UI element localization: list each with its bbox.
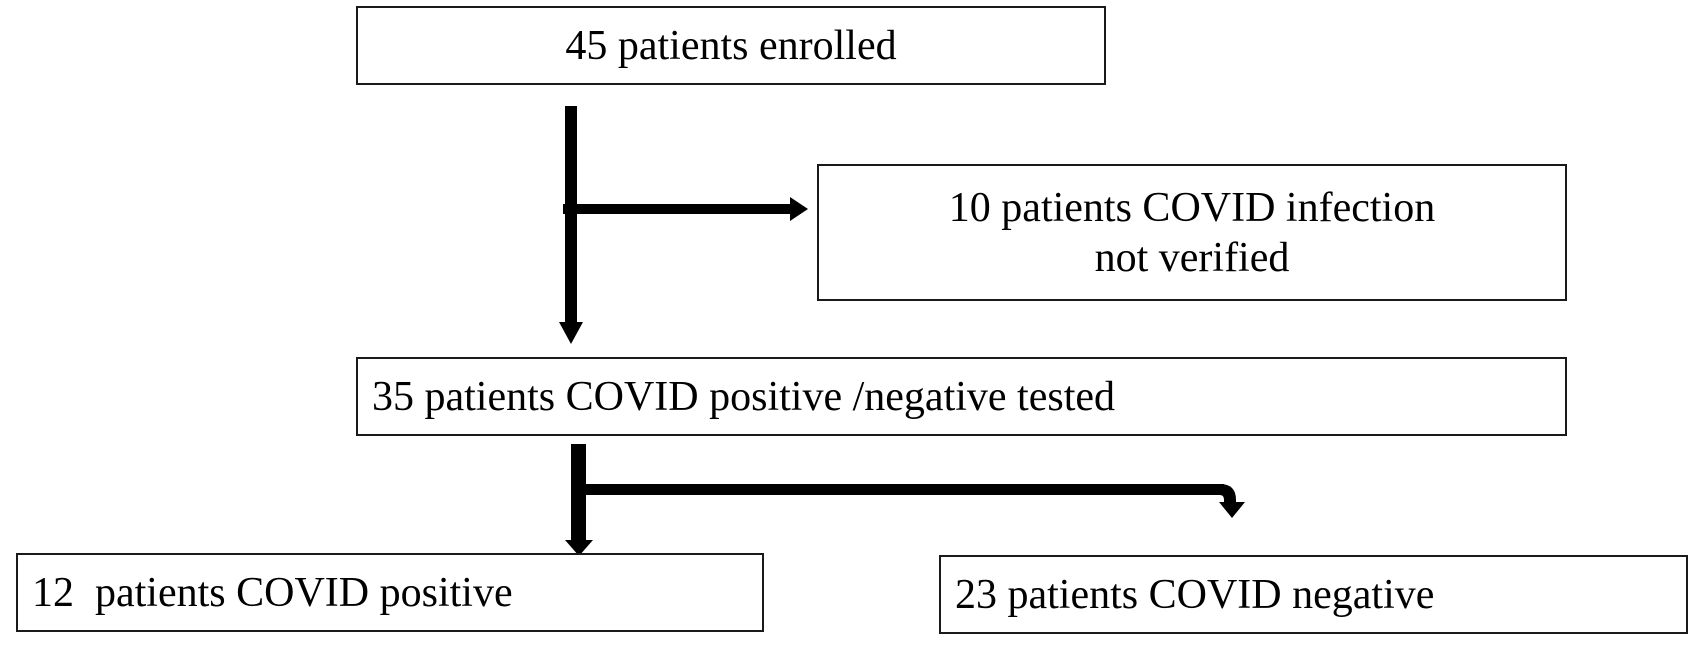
connector-branch-to-negative bbox=[584, 484, 1224, 495]
node-negative-label: 23 patients COVID negative bbox=[955, 571, 1435, 618]
node-not-verified-line1: 10 patients COVID infection bbox=[948, 184, 1436, 231]
node-not-verified-line2: not verified bbox=[1094, 234, 1290, 281]
node-enrolled-label: 45 patients enrolled bbox=[565, 22, 897, 69]
arrowhead-to-positive bbox=[565, 540, 593, 556]
arrowhead-to-not-verified bbox=[790, 197, 808, 221]
connector-tested-to-positive bbox=[571, 444, 586, 544]
arrowhead-to-tested bbox=[559, 322, 583, 344]
node-tested-label: 35 patients COVID positive /negative tes… bbox=[372, 373, 1116, 420]
connector-elbow-to-negative bbox=[1220, 484, 1236, 505]
node-enrolled: 45 patients enrolled bbox=[356, 6, 1106, 85]
node-positive: 12 patients COVID positive bbox=[16, 553, 764, 632]
node-positive-label: 12 patients COVID positive bbox=[32, 569, 513, 616]
arrowhead-to-negative bbox=[1219, 502, 1245, 518]
connector-enrolled-to-tested bbox=[565, 106, 577, 324]
node-negative: 23 patients COVID negative bbox=[939, 555, 1688, 634]
node-tested: 35 patients COVID positive /negative tes… bbox=[356, 357, 1567, 436]
node-not-verified: 10 patients COVID infection not verified bbox=[817, 164, 1567, 301]
connector-branch-to-not-verified bbox=[563, 204, 793, 214]
